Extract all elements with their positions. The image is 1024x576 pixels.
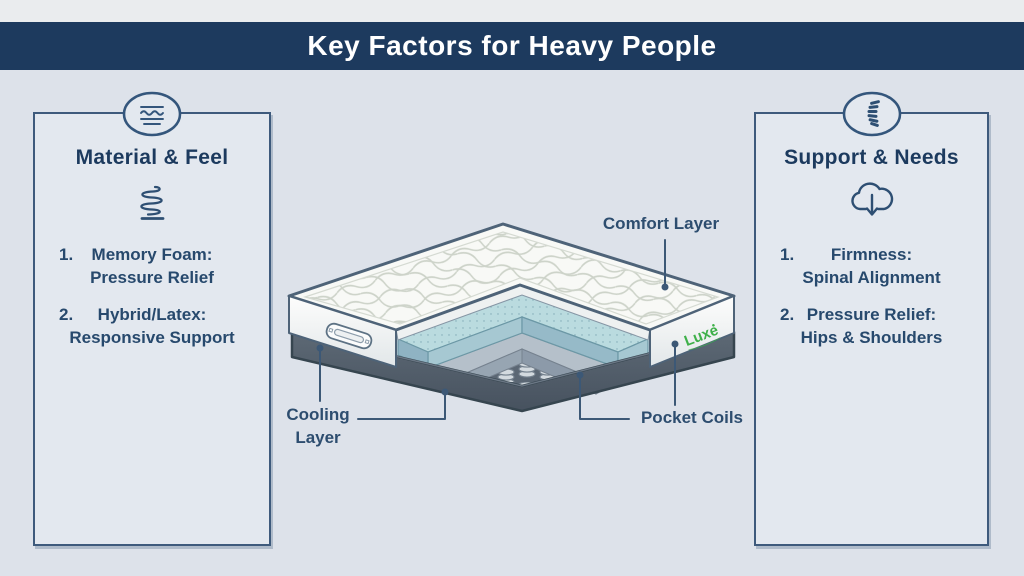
item-subtitle: Spinal Alignment [802, 268, 941, 287]
cooling-layer-label: Cooling Layer [286, 405, 350, 447]
top-margin-strip [0, 0, 1024, 22]
mattress-cutaway-illustration: Luxe [287, 222, 736, 420]
item-title: Hybrid/Latex: [97, 305, 207, 324]
page-title: Key Factors for Heavy People [307, 30, 717, 61]
item-subtitle: Responsive Support [69, 328, 235, 347]
mattress-handle [325, 322, 373, 350]
cloud-pressure-icon [846, 180, 898, 229]
pocket-dot-left [576, 371, 584, 379]
spine-icon [841, 90, 903, 143]
right-side-panel [649, 295, 735, 368]
material-feel-heading: Material & Feel [75, 146, 229, 169]
pocket-dot-right [671, 340, 679, 348]
item-title: Pressure Relief: [806, 305, 937, 324]
header-bar: Key Factors for Heavy People [0, 22, 1024, 70]
cooling-dot-right [441, 388, 449, 396]
connector-lines [316, 239, 679, 420]
cooling-connector-right [357, 394, 446, 420]
item-title: Firmness: [830, 245, 913, 264]
pocket-coils-label: Pocket Coils [640, 408, 744, 427]
cooling-dot-left [316, 344, 324, 352]
item-title: Memory Foam: [91, 245, 213, 264]
item-subtitle: Hips & Shoulders [800, 328, 943, 347]
comfort-dot [661, 283, 669, 291]
item-subtitle: Pressure Relief [90, 268, 214, 287]
support-needs-list: 1. Firmness: Spinal Alignment 2. Pressur… [756, 243, 987, 349]
list-item: 2. Pressure Relief: Hips & Shoulders [756, 303, 987, 349]
support-needs-heading: Support & Needs [784, 146, 959, 169]
material-feel-list: 1. Memory Foam: Pressure Relief 2. Hybri… [35, 243, 269, 349]
cooling-layer-slab [396, 292, 650, 369]
material-feel-panel: Material & Feel 1. Memory Foam: Pressure… [33, 91, 271, 546]
comfort-layer-label: Comfort Layer [602, 214, 720, 233]
luxe-trademark-dot [712, 323, 715, 327]
list-item: 1. Firmness: Spinal Alignment [756, 243, 987, 289]
list-item: 1. Memory Foam: Pressure Relief [35, 243, 269, 289]
mattress-layers-icon [121, 90, 183, 143]
coil-spring-icon [132, 180, 172, 229]
brand-underline [688, 337, 721, 351]
list-item: 2. Hybrid/Latex: Responsive Support [35, 303, 269, 349]
support-needs-panel: Support & Needs 1. Firmness: Spinal Alig… [754, 91, 989, 546]
pocket-connector-left [579, 377, 630, 420]
